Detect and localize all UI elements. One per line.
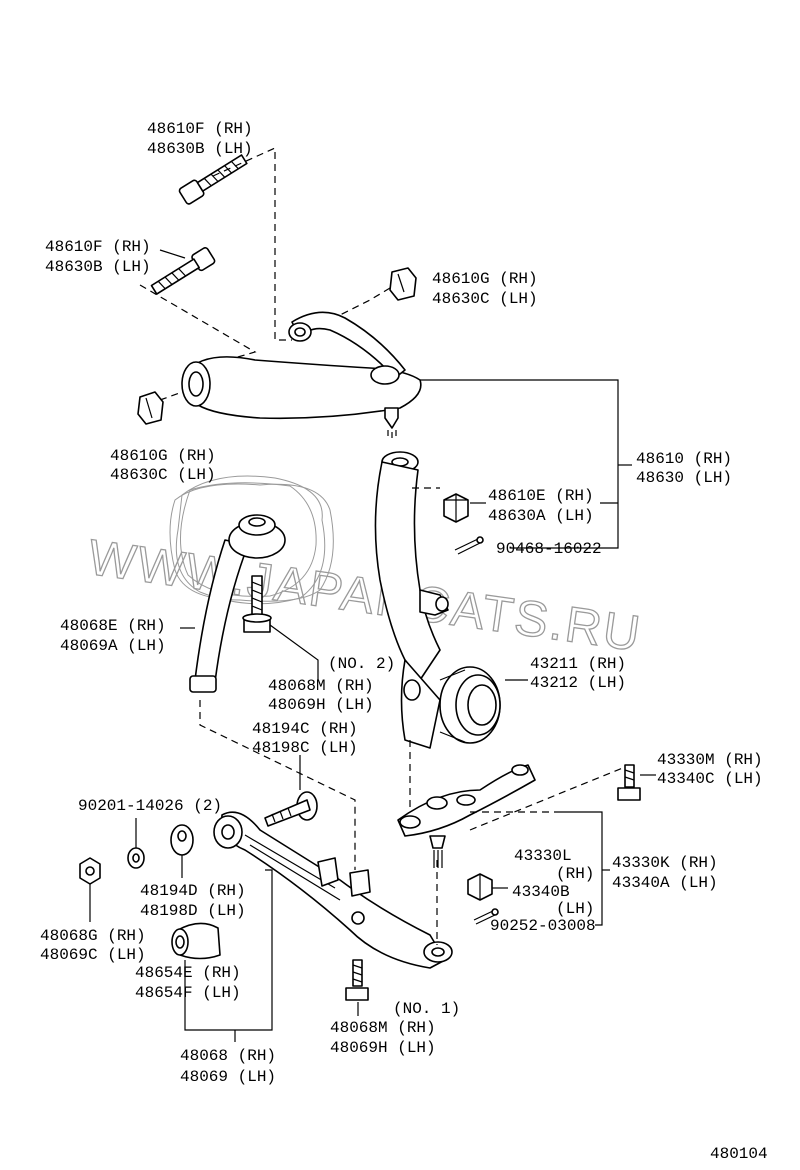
- lower-bolt-icon: [264, 791, 318, 827]
- ball-joint-bolt-icon: [617, 764, 641, 801]
- svg-text:48610 (RH): 48610 (RH): [636, 450, 732, 468]
- label-cotter-pin-upper: 90468-16022: [496, 540, 602, 558]
- svg-text:43340A (LH): 43340A (LH): [612, 874, 718, 892]
- svg-text:48069C (LH): 48069C (LH): [40, 946, 146, 964]
- bolt-mid-icon: [150, 246, 216, 295]
- svg-text:43212 (LH): 43212 (LH): [530, 674, 626, 692]
- svg-text:48069A (LH): 48069A (LH): [60, 637, 166, 655]
- ball-joint-nut-icon: [467, 873, 493, 901]
- label-bushing-nut-right: 48610G (RH) 48630C (LH): [432, 270, 538, 308]
- svg-text:48068M (RH): 48068M (RH): [268, 677, 374, 695]
- cotter-pin-upper-icon: [454, 536, 484, 555]
- svg-text:48630 (LH): 48630 (LH): [636, 469, 732, 487]
- bolt-no1-icon: [345, 959, 369, 1001]
- upper-control-arm-icon: [181, 311, 422, 438]
- label-bolt-top: 48610F (RH) 48630B (LH): [147, 120, 253, 158]
- svg-text:48610F (RH): 48610F (RH): [45, 238, 151, 256]
- ball-joint-icon: [397, 764, 536, 868]
- svg-text:43330L: 43330L: [514, 847, 572, 865]
- svg-text:48630C (LH): 48630C (LH): [110, 466, 216, 484]
- label-nut-left: 48068G (RH) 48069C (LH): [40, 927, 146, 964]
- svg-text:48068G (RH): 48068G (RH): [40, 927, 146, 945]
- upper-nut-icon: [443, 493, 469, 523]
- svg-text:48630B (LH): 48630B (LH): [147, 140, 253, 158]
- label-ball-joint-assy: 43330K (RH) 43340A (LH): [612, 854, 718, 892]
- label-bolt-no2: (NO. 2) 48068M (RH) 48069H (LH): [268, 655, 395, 714]
- lower-control-arm-icon: [213, 811, 453, 969]
- svg-text:(NO. 2): (NO. 2): [328, 655, 395, 673]
- svg-text:(RH): (RH): [556, 865, 594, 883]
- washer-icon: [127, 847, 145, 869]
- bolt-top-icon: [178, 154, 248, 205]
- label-cam-plate: 48194D (RH) 48198D (LH): [140, 882, 246, 920]
- steering-knuckle-icon: [374, 451, 501, 749]
- svg-text:48610G (RH): 48610G (RH): [110, 447, 216, 465]
- cam-plate-icon: [170, 824, 194, 856]
- svg-text:48610F (RH): 48610F (RH): [147, 120, 253, 138]
- strut-rod-bracket-icon: [189, 514, 286, 693]
- svg-text:48198D (LH): 48198D (LH): [140, 902, 246, 920]
- label-bushing-nut-left: 48610G (RH) 48630C (LH): [110, 447, 216, 484]
- label-strut-rod-bracket: 48068E (RH) 48069A (LH): [60, 617, 166, 655]
- svg-text:43211 (RH): 43211 (RH): [530, 655, 626, 673]
- svg-text:48630B (LH): 48630B (LH): [45, 258, 151, 276]
- svg-text:48069H (LH): 48069H (LH): [268, 696, 374, 714]
- svg-text:48069 (LH): 48069 (LH): [180, 1068, 276, 1086]
- label-lower-bolt: 48194C (RH) 48198C (LH): [252, 720, 358, 757]
- svg-text:43330M (RH): 43330M (RH): [657, 751, 763, 769]
- bushing-nut-right-icon: [389, 267, 417, 301]
- svg-text:48654F (LH): 48654F (LH): [135, 984, 241, 1002]
- label-cotter-pin-lower: 90252-03008: [490, 917, 596, 935]
- svg-text:48068E (RH): 48068E (RH): [60, 617, 166, 635]
- svg-text:48068M (RH): 48068M (RH): [330, 1019, 436, 1037]
- svg-text:43330K (RH): 43330K (RH): [612, 854, 718, 872]
- svg-text:48194D (RH): 48194D (RH): [140, 882, 246, 900]
- watermark-scribble-icon: [169, 475, 334, 605]
- cotter-pin-lower-icon: [473, 908, 499, 925]
- svg-text:(NO. 1): (NO. 1): [393, 1000, 460, 1018]
- svg-text:48630A (LH): 48630A (LH): [488, 507, 594, 525]
- svg-text:43340B: 43340B: [512, 883, 570, 901]
- label-knuckle: 43211 (RH) 43212 (LH): [530, 655, 626, 692]
- lower-bushing-icon: [171, 922, 221, 960]
- label-lower-arm: 48068 (RH) 48069 (LH): [180, 1047, 276, 1086]
- svg-text:(LH): (LH): [556, 900, 594, 918]
- svg-text:48610G (RH): 48610G (RH): [432, 270, 538, 288]
- svg-text:48610E (RH): 48610E (RH): [488, 487, 594, 505]
- svg-text:43340C (LH): 43340C (LH): [657, 770, 763, 788]
- nut-left-icon: [79, 857, 101, 885]
- label-ball-joint-bolt: 43330M (RH) 43340C (LH): [657, 751, 763, 788]
- svg-text:48194C (RH): 48194C (RH): [252, 720, 358, 738]
- svg-text:48198C (LH): 48198C (LH): [252, 739, 358, 757]
- label-upper-arm: 48610 (RH) 48630 (LH): [636, 450, 732, 487]
- svg-text:48630C (LH): 48630C (LH): [432, 290, 538, 308]
- label-ball-joint: 43330L (RH) 43340B (LH): [512, 847, 594, 918]
- bolt-no2-icon: [242, 575, 272, 633]
- diagram-code: 480104: [710, 1145, 768, 1163]
- label-bolt-no1: (NO. 1) 48068M (RH) 48069H (LH): [330, 1000, 460, 1057]
- svg-text:48654E (RH): 48654E (RH): [135, 964, 241, 982]
- svg-text:48068 (RH): 48068 (RH): [180, 1047, 276, 1065]
- bushing-nut-left-icon: [137, 391, 164, 425]
- label-bolt-mid: 48610F (RH) 48630B (LH): [45, 238, 151, 276]
- label-lower-bushing: 48654E (RH) 48654F (LH): [135, 964, 241, 1002]
- label-upper-nut: 48610E (RH) 48630A (LH): [488, 487, 594, 525]
- svg-text:48069H (LH): 48069H (LH): [330, 1039, 436, 1057]
- label-washer: 90201-14026 (2): [78, 797, 222, 815]
